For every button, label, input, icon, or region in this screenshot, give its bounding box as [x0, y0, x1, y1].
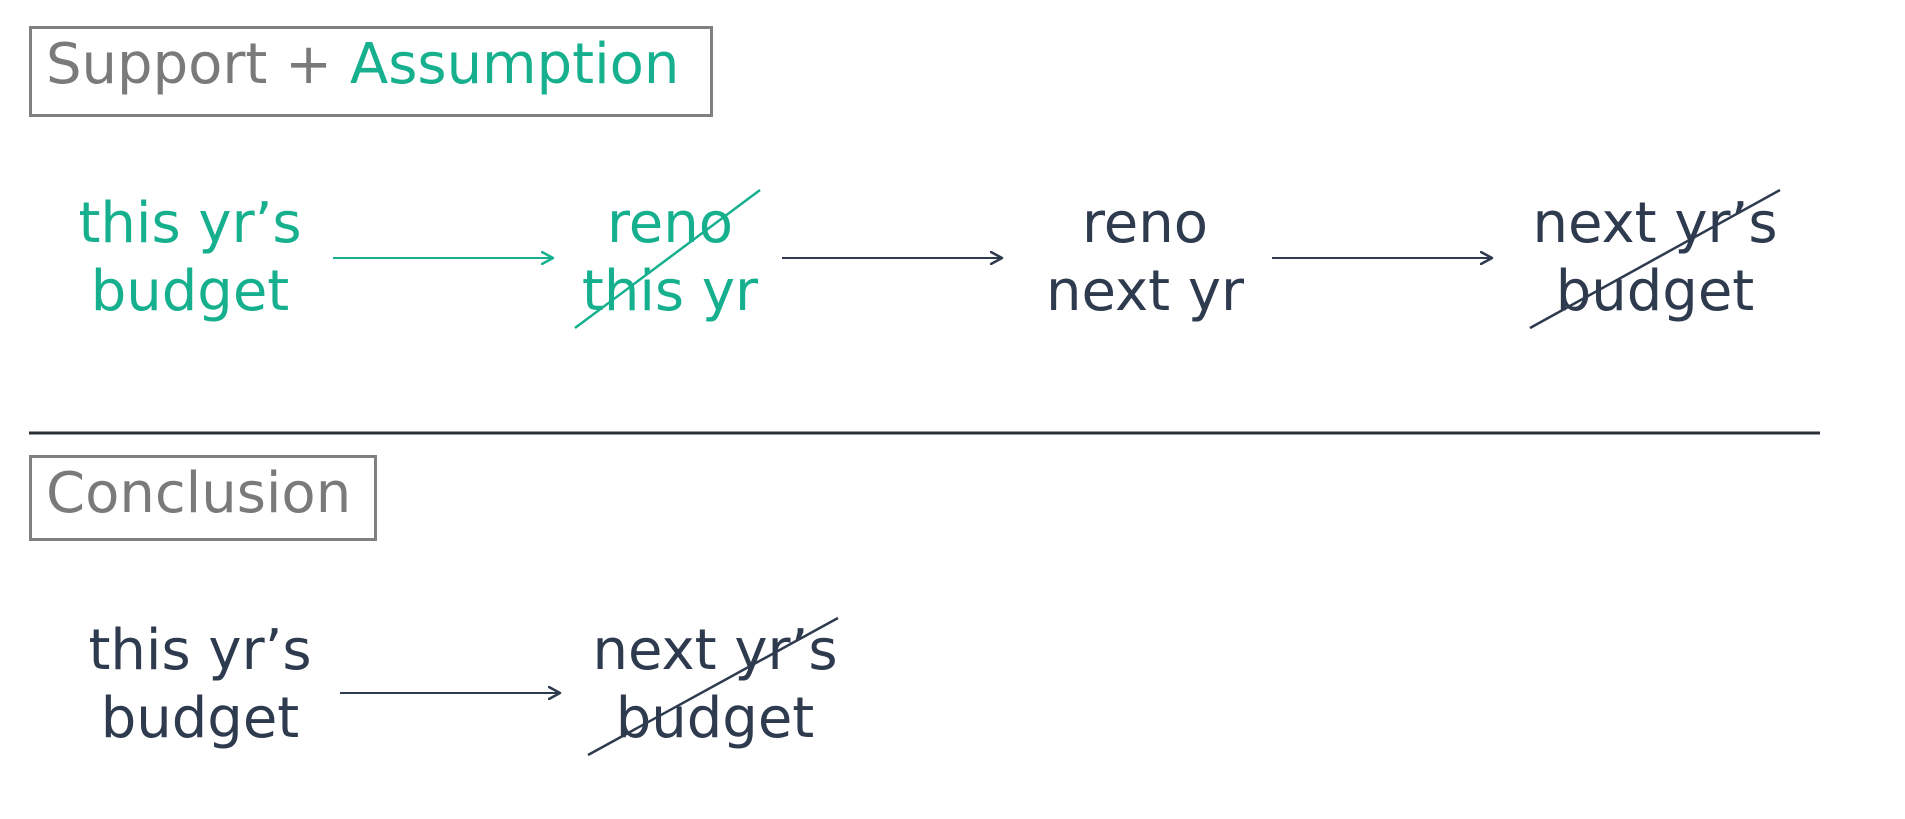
conclusion-node-next-yrs-budget: next yr’s budget — [575, 617, 855, 753]
premise-node-reno-this-yr: reno this yr — [560, 190, 780, 326]
node-line: budget — [615, 686, 815, 751]
node-line: next yr’s — [1532, 191, 1778, 256]
node-line: this yr — [581, 259, 759, 324]
support-label-text: Support + — [46, 32, 350, 97]
conclusion-node-this-yrs-budget: this yr’s budget — [70, 617, 330, 753]
assumption-label-text: Assumption — [349, 32, 680, 97]
node-line: budget — [1555, 259, 1755, 324]
conclusion-label: Conclusion — [29, 455, 377, 541]
node-line: reno — [1082, 191, 1208, 256]
node-line: budget — [100, 686, 300, 751]
support-assumption-label: Support + Assumption — [29, 26, 713, 117]
node-line: next yr’s — [592, 618, 838, 683]
premise-node-reno-next-yr: reno next yr — [1020, 190, 1270, 326]
node-line: next yr — [1045, 259, 1245, 324]
node-line: reno — [607, 191, 733, 256]
node-line: this yr’s — [88, 618, 312, 683]
node-line: this yr’s — [78, 191, 302, 256]
premise-node-next-yrs-budget: next yr’s budget — [1515, 190, 1795, 326]
node-line: budget — [90, 259, 290, 324]
conclusion-label-text: Conclusion — [46, 461, 352, 526]
premise-node-this-yrs-budget: this yr’s budget — [60, 190, 320, 326]
